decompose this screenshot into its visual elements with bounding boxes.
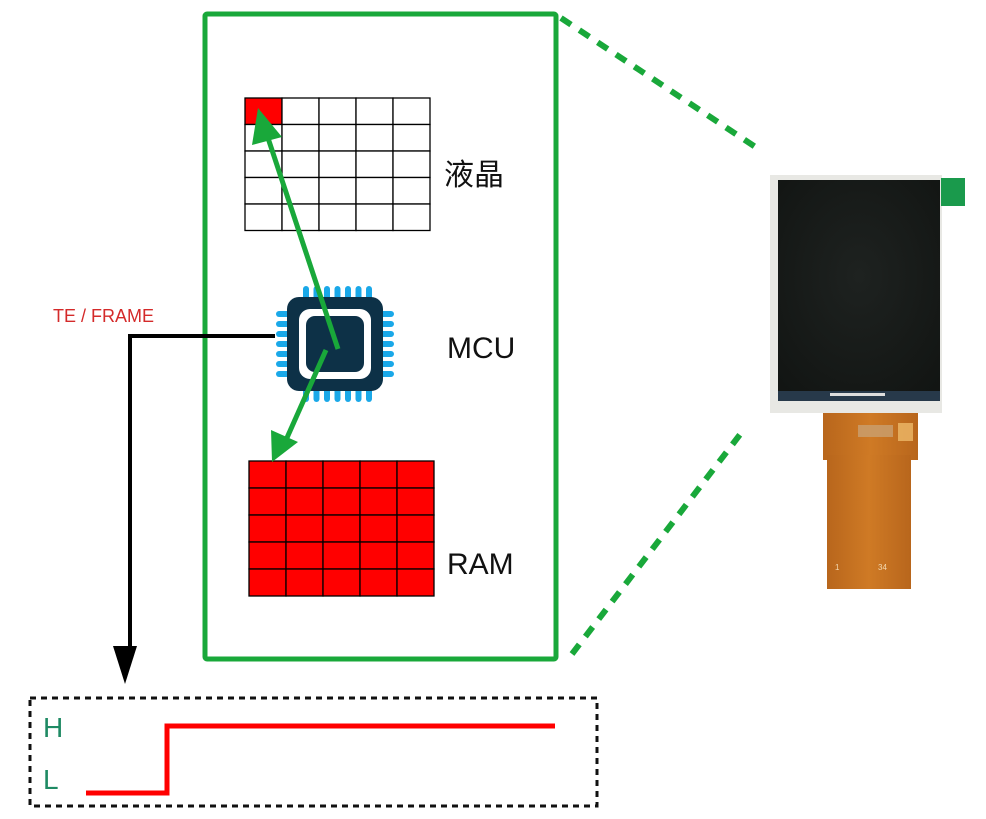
chip-pin: [380, 361, 394, 367]
chip-pin: [345, 388, 351, 402]
grid-cell: [396, 514, 435, 543]
chip-pin: [355, 286, 362, 300]
grid-cell: [318, 176, 357, 205]
grid-cell: [392, 97, 431, 126]
grid-cell: [359, 514, 398, 543]
chip-pin: [324, 286, 330, 300]
grid-cell: [396, 541, 435, 570]
grid-cell: [285, 460, 324, 489]
grid-cell: [359, 568, 398, 597]
lcd-module-photo: 1 34: [770, 175, 965, 589]
chip-pin: [276, 351, 290, 357]
ram-memory-grid: [248, 460, 435, 597]
grid-cell: [281, 203, 320, 232]
grid-cell: [248, 568, 287, 597]
grid-cell: [359, 487, 398, 516]
grid-cell: [322, 460, 361, 489]
flex-label-1: 1: [835, 563, 840, 572]
grid-cell: [392, 150, 431, 179]
chip-pin: [276, 331, 290, 337]
grid-cell: [248, 487, 287, 516]
grid-cell: [322, 514, 361, 543]
grid-cell: [248, 460, 287, 489]
grid-cell: [281, 150, 320, 179]
zoom-line-bottom: [569, 426, 748, 656]
lcd-pixel-grid: [244, 97, 431, 232]
module-tab: [941, 178, 965, 206]
te-signal-line: [128, 334, 275, 650]
flex-pads: [898, 423, 913, 441]
grid-cell: [285, 541, 324, 570]
chip-pin: [276, 371, 290, 377]
grid-cell: [244, 176, 283, 205]
signal-box: [28, 696, 599, 808]
chip-pin: [366, 388, 372, 402]
grid-cell: [359, 460, 398, 489]
level-high-label: H: [43, 712, 64, 743]
chip-pin: [303, 286, 309, 300]
module-screen: [778, 180, 940, 394]
chip-pin: [334, 286, 341, 300]
grid-cell: [396, 460, 435, 489]
chip-pin: [313, 388, 320, 402]
grid-cell: [318, 150, 357, 179]
chip-pin: [380, 311, 394, 317]
te-waveform: [86, 723, 555, 796]
grid-cell: [248, 541, 287, 570]
grid-cell: [355, 150, 394, 179]
grid-cell: [281, 123, 320, 152]
grid-cell: [355, 97, 394, 126]
te-arrow-head: [113, 646, 137, 684]
grid-cell: [392, 123, 431, 152]
chip-pin: [380, 331, 394, 337]
chip-pin: [276, 341, 290, 347]
grid-cell: [285, 487, 324, 516]
chip-pin: [380, 351, 394, 357]
grid-cell: [355, 176, 394, 205]
ram-label: RAM: [447, 548, 514, 581]
chip-pin: [345, 286, 351, 300]
chip-pin: [380, 341, 394, 347]
chip-pin: [276, 361, 290, 367]
chip-pin: [380, 371, 394, 377]
chip-pin: [276, 311, 290, 317]
grid-cell: [396, 568, 435, 597]
grid-cell: [318, 97, 357, 126]
grid-cell: [281, 97, 320, 126]
grid-cell: [359, 541, 398, 570]
te-frame-label: TE / FRAME: [53, 306, 155, 326]
grid-cell: [281, 176, 320, 205]
grid-cell: [285, 514, 324, 543]
grid-cell: [322, 541, 361, 570]
grid-cell: [355, 203, 394, 232]
screen-bottom-strip: [830, 393, 885, 396]
grid-cell: [392, 203, 431, 232]
chip-pin: [276, 321, 290, 327]
chip-pin: [334, 388, 341, 402]
flex-connector: [858, 425, 893, 437]
chip-pin: [324, 388, 330, 402]
grid-cell: [355, 123, 394, 152]
chip-pin: [355, 388, 362, 402]
zoom-line-top: [559, 15, 762, 153]
mcu-label: MCU: [447, 332, 516, 365]
flex-label-34: 34: [878, 563, 887, 572]
grid-cell: [396, 487, 435, 516]
arrow-mcu-to-lcd: [252, 108, 341, 350]
flex-cable-lower: [827, 455, 911, 589]
lcd-label: 液晶: [444, 158, 504, 193]
grid-cell: [322, 487, 361, 516]
chip-pin: [380, 321, 394, 327]
chip-pin: [366, 286, 372, 300]
level-low-label: L: [43, 764, 59, 795]
grid-cell: [322, 568, 361, 597]
grid-cell: [392, 176, 431, 205]
arrow-mcu-to-ram: [271, 348, 329, 462]
grid-cell: [248, 514, 287, 543]
grid-cell: [285, 568, 324, 597]
grid-cell: [318, 123, 357, 152]
grid-cell: [318, 203, 357, 232]
grid-cell: [244, 203, 283, 232]
